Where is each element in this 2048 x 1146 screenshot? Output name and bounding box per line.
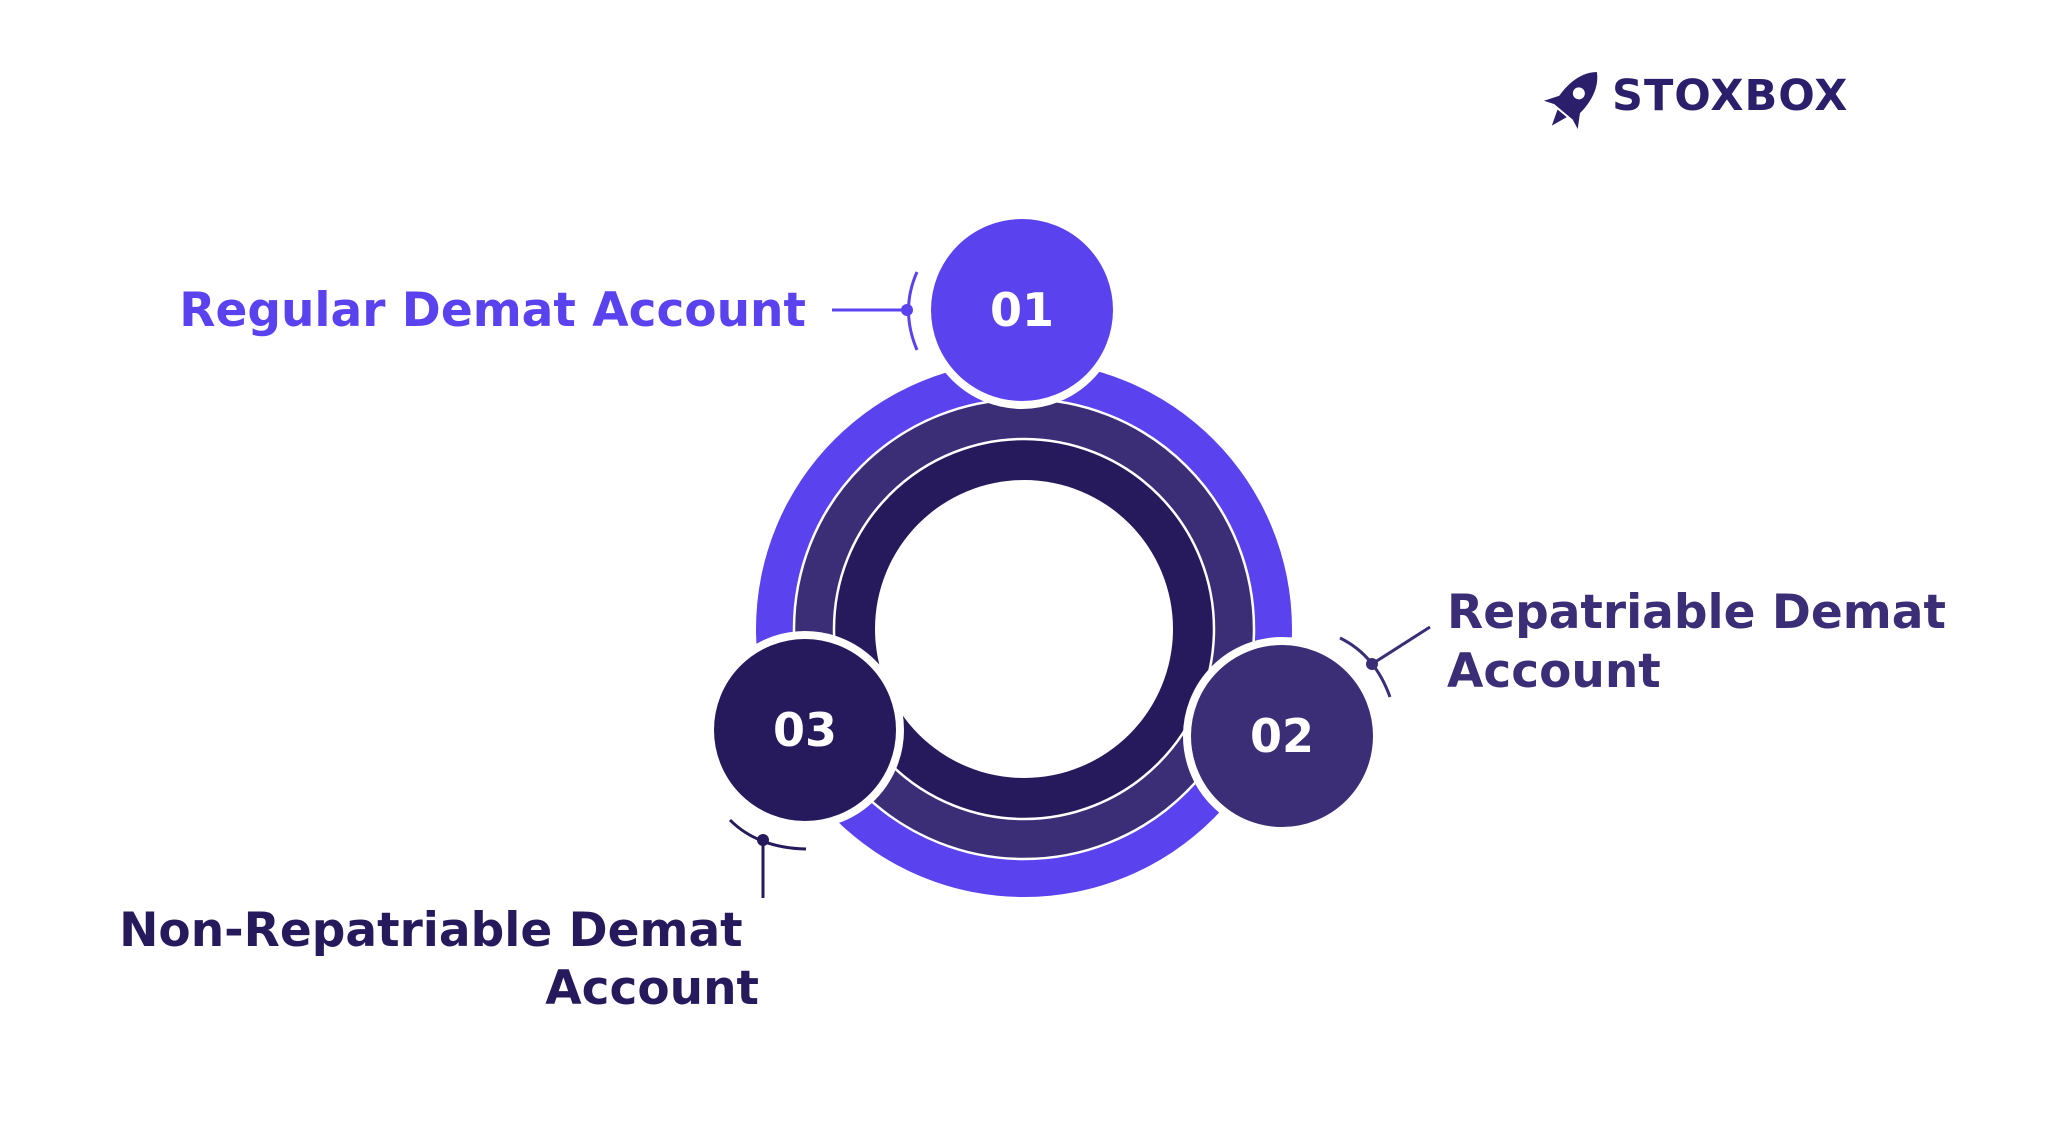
center-hole bbox=[875, 480, 1173, 778]
item-01-label-line-1: Regular Demat Account bbox=[179, 283, 806, 338]
item-02-connector bbox=[1339, 625, 1431, 698]
item-03-circle bbox=[706, 631, 904, 829]
item-01-circle bbox=[923, 211, 1121, 409]
item-01: 01 Regular Demat Account bbox=[179, 211, 1121, 409]
item-01-label: Regular Demat Account bbox=[179, 283, 806, 338]
item-01-number: 01 bbox=[990, 283, 1054, 337]
item-02-number: 02 bbox=[1250, 709, 1314, 763]
item-02-label-line-1: Repatriable Demat bbox=[1447, 585, 1946, 640]
item-01-connector bbox=[832, 271, 919, 351]
brand-logo: STOXBOX bbox=[1544, 71, 1848, 129]
rocket-icon bbox=[1544, 71, 1598, 129]
ring-group bbox=[756, 361, 1292, 897]
item-02-circle bbox=[1183, 637, 1381, 835]
item-03-label: Non-Repatriable Demat Account bbox=[119, 903, 759, 1016]
item-02-label-line-2: Account bbox=[1447, 644, 1661, 699]
item-02-label: Repatriable Demat Account bbox=[1447, 585, 1962, 699]
item-02: 02 Repatriable Demat Account bbox=[1183, 585, 1962, 835]
item-03: 03 Non-Repatriable Demat Account bbox=[119, 631, 904, 1016]
item-03-connector bbox=[728, 818, 807, 898]
item-03-label-line-2: Account bbox=[545, 961, 759, 1016]
item-03-number: 03 bbox=[773, 703, 837, 757]
item-03-label-line-1: Non-Repatriable Demat bbox=[119, 903, 743, 958]
brand-name: STOXBOX bbox=[1612, 71, 1848, 121]
